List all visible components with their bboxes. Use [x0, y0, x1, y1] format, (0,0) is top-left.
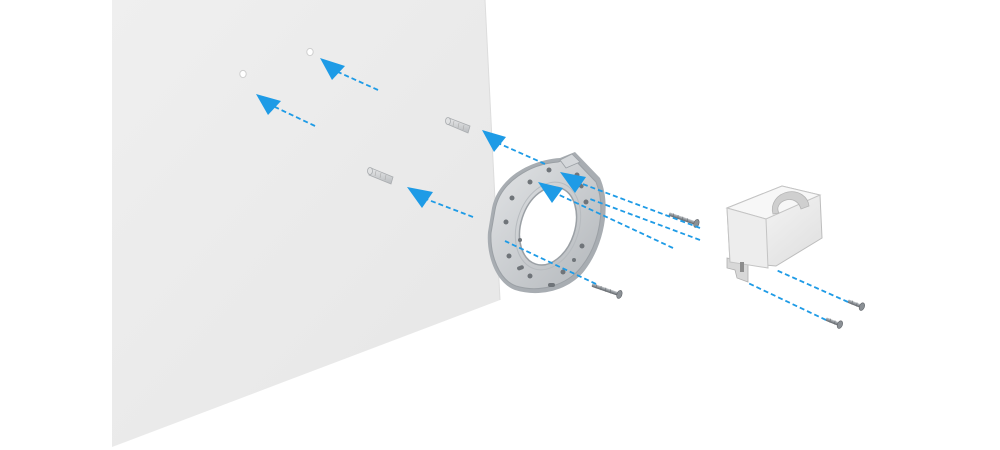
guide-line	[497, 142, 546, 165]
arrow-left-icon	[560, 172, 586, 193]
wall-anchor-icon	[445, 117, 471, 134]
screw-icon	[825, 317, 843, 329]
mounting-plate-icon	[487, 152, 606, 294]
junction-bracket-icon	[725, 185, 823, 283]
guide-line	[425, 198, 474, 218]
arrow-left-icon	[482, 130, 506, 152]
guide-line	[554, 192, 674, 249]
arrow-left-icon	[407, 187, 433, 208]
arrow-left-icon	[320, 58, 345, 80]
arrow-left-icon	[256, 94, 281, 115]
guide-line	[337, 71, 379, 91]
guide-line	[747, 282, 827, 321]
wall-anchor-icon	[367, 167, 394, 185]
drill-hole-icon	[239, 69, 247, 79]
assembly-arrows	[274, 71, 849, 321]
guide-line	[274, 106, 316, 127]
guide-line	[775, 269, 849, 303]
arrowheads	[256, 58, 586, 208]
screw-icon	[591, 283, 623, 299]
guide-line	[504, 240, 597, 285]
guide-line	[589, 198, 701, 241]
drill-hole-icon	[306, 47, 314, 57]
guide-line	[579, 182, 701, 229]
arrow-left-icon	[538, 182, 563, 203]
wall-surface	[112, 0, 500, 447]
screw-icon	[668, 212, 700, 228]
screw-icon	[847, 299, 865, 311]
